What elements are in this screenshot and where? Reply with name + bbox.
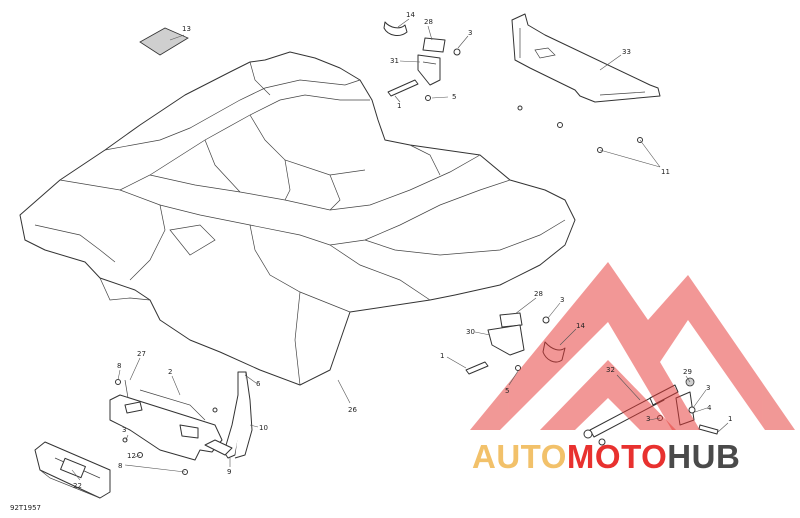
callout-3-strut: 3 (706, 384, 710, 392)
callout-3: 3 (468, 29, 472, 37)
watermark-auto: AUTO (472, 438, 567, 475)
callout-32: 32 (606, 366, 615, 374)
callout-28-lower: 28 (534, 290, 543, 298)
callout-14-lower: 14 (576, 322, 585, 330)
mounting-rail (511, 13, 661, 103)
callout-14: 14 (406, 11, 415, 19)
callout-5: 5 (452, 93, 456, 101)
callout-4: 4 (707, 404, 712, 412)
callout-29: 29 (683, 368, 692, 376)
callout-22: 22 (73, 482, 82, 490)
callout-6: 6 (256, 380, 261, 388)
callout-1-lower: 1 (440, 352, 444, 360)
retaining-strap (204, 371, 253, 459)
svg-text:AUTOMOTOHUB: AUTOMOTOHUB (472, 438, 740, 475)
latch-handle (34, 441, 111, 499)
watermark-moto: MOTO (567, 438, 667, 475)
callout-26: 26 (348, 406, 357, 414)
callout-9: 9 (227, 468, 231, 476)
callout-labels: 13 14 28 3 33 31 5 1 11 28 3 30 14 1 5 2… (73, 11, 732, 490)
callout-13: 13 (182, 25, 191, 33)
watermark-hub: HUB (667, 438, 740, 475)
callout-5-lower: 5 (505, 387, 509, 395)
callout-8: 8 (117, 362, 121, 370)
callout-27: 27 (137, 350, 146, 358)
hinge-plate (109, 379, 223, 475)
callout-28: 28 (424, 18, 433, 26)
watermark-logo (470, 262, 795, 430)
fasteners-11 (517, 105, 643, 153)
figure-code: 92T1957 (10, 504, 41, 512)
callout-1: 1 (397, 102, 401, 110)
callout-3-strut-low: 3 (646, 415, 650, 423)
callout-11: 11 (661, 168, 670, 176)
callout-8-left: 8 (118, 462, 122, 470)
callout-31: 31 (390, 57, 399, 65)
callout-30: 30 (466, 328, 475, 336)
callout-12: 12 (127, 452, 136, 460)
decal-panel (139, 27, 189, 56)
callout-33: 33 (622, 48, 631, 56)
callout-10: 10 (259, 424, 268, 432)
callout-3-left: 3 (122, 426, 126, 434)
callout-1-strut: 1 (728, 415, 732, 423)
callout-2: 2 (168, 368, 172, 376)
watermark-text: AUTOMOTOHUB (472, 438, 740, 475)
roof-panel (19, 51, 576, 386)
top-latch-assembly (383, 21, 461, 101)
callout-3-lower: 3 (560, 296, 564, 304)
leader-lines (71, 18, 729, 481)
